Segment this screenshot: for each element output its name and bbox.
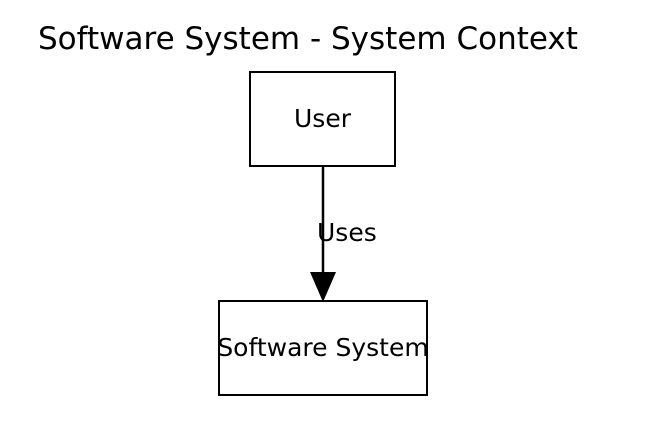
edge-label-uses: Uses	[317, 218, 377, 247]
node-user: User	[249, 71, 396, 167]
node-software-system-label: Software System	[217, 333, 429, 362]
node-user-label: User	[294, 104, 351, 133]
arrowhead-icon	[310, 272, 336, 302]
diagram-title: Software System - System Context	[38, 21, 578, 57]
node-software-system: Software System	[217, 300, 429, 396]
